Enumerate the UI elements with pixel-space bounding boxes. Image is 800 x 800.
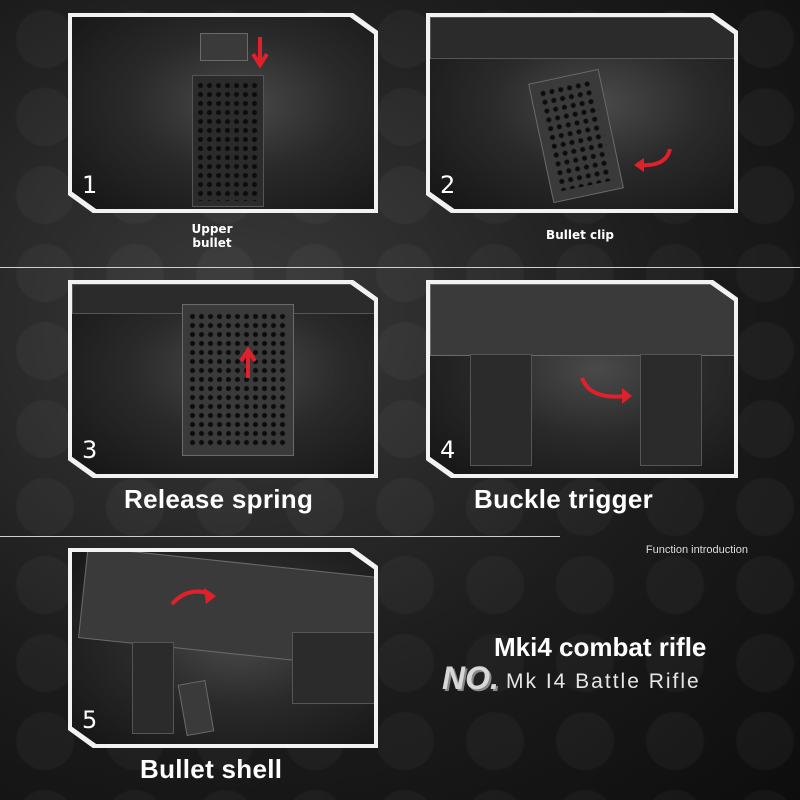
step-1-image bbox=[72, 17, 374, 209]
down-arrow-icon bbox=[251, 37, 269, 69]
curved-arrow-icon bbox=[634, 148, 672, 172]
step-4-panel: 4 bbox=[426, 280, 738, 478]
product-title: Mki4 combat rifle bbox=[494, 632, 707, 662]
step-number: 4 bbox=[440, 436, 456, 464]
step-number: 1 bbox=[82, 171, 98, 199]
divider bbox=[0, 267, 800, 268]
bullet-shell bbox=[177, 679, 215, 737]
step-number: 3 bbox=[82, 436, 98, 464]
step-1-panel: 1 bbox=[68, 13, 378, 213]
rifle-top-rail bbox=[430, 17, 734, 59]
step-2-image bbox=[430, 17, 734, 209]
eject-arrow-icon bbox=[170, 588, 216, 606]
step-5-image bbox=[72, 552, 374, 744]
step-number: 2 bbox=[440, 171, 456, 199]
step-4-caption: Buckle trigger bbox=[474, 484, 654, 514]
grip bbox=[470, 354, 532, 466]
step-2-caption: Bullet clip bbox=[546, 228, 614, 242]
product-subtitle: Mk I4 Battle Rifle bbox=[506, 670, 701, 693]
step-3-panel: 3 bbox=[68, 280, 378, 478]
magazine-holes bbox=[196, 81, 258, 201]
receiver bbox=[430, 284, 734, 356]
step-4-image bbox=[430, 284, 734, 474]
step-5-caption: Bullet shell bbox=[140, 754, 283, 784]
magazine bbox=[640, 354, 702, 466]
step-3-caption: Release spring bbox=[124, 484, 314, 514]
divider bbox=[0, 536, 560, 537]
step-number: 5 bbox=[82, 706, 98, 734]
rifle-handguard bbox=[292, 632, 374, 704]
trigger-arrow-icon bbox=[580, 377, 632, 404]
step-2-panel: 2 bbox=[426, 13, 738, 213]
no-mark: NO. bbox=[442, 660, 499, 696]
step-5-panel: 5 bbox=[68, 548, 378, 748]
up-arrow-icon bbox=[239, 346, 257, 378]
step-3-image bbox=[72, 284, 374, 474]
magazine-holes bbox=[188, 312, 286, 448]
bullet-parts bbox=[200, 33, 248, 61]
shell-grip bbox=[132, 642, 174, 734]
function-introduction: Function introduction bbox=[645, 544, 748, 556]
step-1-caption: Upper bullet bbox=[191, 222, 233, 250]
